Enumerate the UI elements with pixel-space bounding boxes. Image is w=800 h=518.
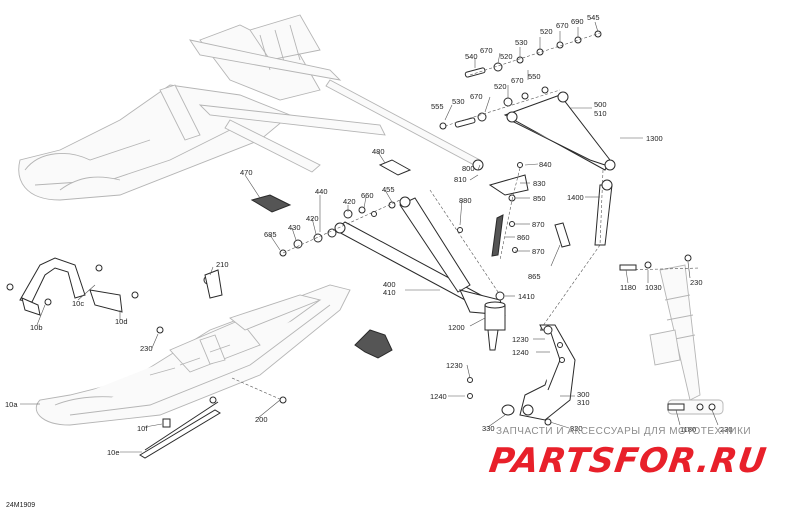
part-label-430: 430 [288,223,301,232]
part-label-1230: 1230 [512,335,529,344]
part-label-520: 520 [494,82,507,91]
watermark: ЗАПЧАСТИ И АКСЕССУАРЫ ДЛЯ МОТОТЕХНИКИ PA… [487,426,770,481]
part-label-670: 670 [480,46,493,55]
part-label-530: 530 [452,97,465,106]
part-label-1410: 1410 [518,292,535,301]
right-shock-absorber [624,264,724,415]
part-label-480: 480 [372,147,385,156]
part-label-320: 320 [570,424,583,433]
part-label-555: 555 [431,102,444,111]
part-label-550: 550 [528,72,541,81]
part-label-400: 400 [383,280,396,289]
part-label-520: 520 [540,27,553,36]
background-ski-assembly [18,14,481,201]
part-label-1400: 1400 [567,193,584,202]
part-label-520: 520 [500,52,513,61]
part-label-870: 870 [532,220,545,229]
part-label-660: 660 [361,191,374,200]
part-label-540: 540 [465,52,478,61]
part-label-1030: 1030 [645,283,662,292]
part-labels: 545 690 670 520 530 670 540 520 550 670 … [5,13,733,457]
part-label-230: 230 [140,344,153,353]
watermark-tagline: ЗАПЧАСТИ И АКСЕССУАРЫ ДЛЯ МОТОТЕХНИКИ [496,426,751,437]
part-label-530: 530 [515,38,528,47]
part-label-1180: 1180 [620,283,636,292]
part-label-10c: 10c [72,299,84,308]
part-label-310: 310 [577,398,590,407]
part-label-10e: 10e [107,448,120,457]
part-label-10a: 10a [5,400,18,409]
part-label-840: 840 [539,160,552,169]
part-label-200: 200 [255,415,268,424]
part-label-1240: 1240 [430,392,447,401]
part-label-810: 810 [454,175,467,184]
part-label-500: 500 [594,100,607,109]
part-label-670: 670 [511,76,524,85]
part-label-860: 860 [517,233,530,242]
part-label-1300: 1300 [646,134,663,143]
part-label-10f: 10f [137,424,148,433]
middle-hardware [203,159,412,299]
part-label-300: 300 [577,390,590,399]
part-label-670: 670 [556,21,569,30]
upper-a-arm [503,91,616,171]
part-label-440: 440 [315,187,328,196]
part-label-470: 470 [240,168,253,177]
lower-ski-assembly [35,284,351,426]
part-label-830: 830 [533,179,546,188]
part-label-850: 850 [533,194,546,203]
part-label-865: 865 [528,272,541,281]
part-label-1230: 1230 [446,361,463,370]
leader-lines [20,21,719,453]
steering-linkage [457,159,571,261]
part-label-230: 230 [720,425,733,434]
part-label-420: 420 [306,214,319,223]
part-label-420: 420 [343,197,356,206]
part-label-10d: 10d [115,317,128,326]
part-label-210: 210 [216,260,229,269]
upper-hardware [439,30,602,130]
part-label-670: 670 [470,92,483,101]
spindle [484,169,613,351]
ski-runner [139,377,287,459]
part-label-230: 230 [690,278,703,287]
mount-bracket [354,329,393,359]
part-label-800: 800 [462,164,475,173]
watermark-logo: PARTSFOR.RU [487,441,770,481]
shock-hardware [619,254,716,411]
part-label-1240: 1240 [512,348,529,357]
part-label-1180: 1180 [680,425,696,434]
part-label-10b: 10b [30,323,43,332]
part-label-410: 410 [383,288,396,297]
part-label-455: 455 [382,185,395,194]
ski-handle-parts [6,257,164,334]
diagram-code: 24M1909 [6,502,35,509]
part-label-330: 330 [482,424,495,433]
part-label-685: 685 [264,230,277,239]
part-label-510: 510 [594,109,607,118]
part-label-1200: 1200 [448,323,465,332]
part-label-870: 870 [532,247,545,256]
part-label-690: 690 [571,17,584,26]
lower-long-arm [334,189,506,316]
part-label-880: 880 [459,196,472,205]
part-label-545: 545 [587,13,600,22]
watermark-logo-text: PARTSFOR.RU [487,441,770,481]
